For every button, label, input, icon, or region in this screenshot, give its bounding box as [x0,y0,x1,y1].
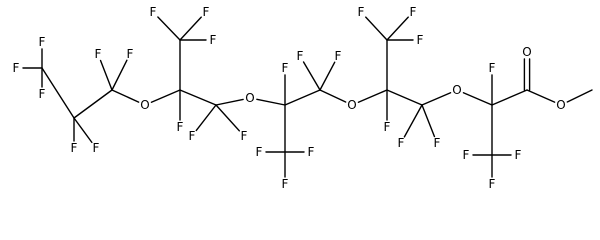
single-bond [319,89,347,103]
single-bond [73,117,93,144]
fluorine-atom-label: F [434,136,441,150]
oxygen-atom-label: O [452,83,461,97]
fluorine-atom-label: F [282,61,289,75]
fluorine-atom-label: F [297,49,304,63]
bond-layer [22,16,593,178]
fluorine-atom-label: F [203,5,210,19]
single-bond [41,67,75,119]
single-bond [421,92,452,106]
single-bond [73,89,113,119]
fluorine-atom-label: F [358,5,365,19]
oxygen-atom-label: O [347,98,356,112]
single-bond [386,16,409,41]
fluorine-atom-label: F [463,148,470,162]
fluorine-atom-label: F [95,47,102,61]
fluorine-atom-label: F [335,49,342,63]
oxygen-atom-label: O [140,98,149,112]
single-bond [157,16,181,41]
single-bond [526,89,556,103]
fluorine-atom-label: F [39,87,46,101]
fluorine-atom-label: F [13,61,20,75]
fluorine-atom-label: F [417,33,424,47]
fluorine-atom-label: F [489,177,496,191]
single-bond [215,98,244,106]
fluorine-atom-label: F [384,120,391,134]
fluorine-atom-label: F [282,177,289,191]
fluorine-atom-label: F [93,141,100,155]
single-bond [195,104,217,132]
single-bond [386,89,423,106]
single-bond [365,16,388,41]
fluorine-atom-label: F [127,47,134,61]
single-bond [462,92,493,106]
single-bond [319,61,336,91]
fluorine-atom-label: F [489,61,496,75]
single-bond [99,59,113,91]
single-bond [256,98,286,106]
single-bond [111,89,140,103]
single-bond [284,89,321,106]
fluorine-atom-label: F [189,129,196,143]
single-bond [421,104,436,138]
fluorine-atom-label: F [177,120,184,134]
single-bond [215,104,241,132]
oxygen-atom-label: O [245,91,254,105]
single-bond [357,89,388,103]
fluorine-atom-label: F [71,141,78,155]
fluorine-atom-label: F [241,129,248,143]
fluorine-atom-label: F [515,148,522,162]
fluorine-atom-label: F [308,145,315,159]
fluorine-atom-label: F [210,33,217,47]
oxygen-atom-label: O [522,45,531,59]
single-bond [566,89,593,103]
single-bond [403,104,423,138]
fluorine-atom-label: F [150,5,157,19]
fluorine-atom-label: F [39,35,46,49]
fluorine-atom-label: F [256,145,263,159]
single-bond [491,89,528,106]
single-bond [302,61,321,91]
single-bond [111,59,128,91]
fluorine-atom-label: F [398,136,405,150]
single-bond [179,16,202,41]
single-bond [179,89,217,106]
single-bond [150,89,181,103]
fluorine-atom-label: F [410,5,417,19]
oxygen-atom-label: O [556,98,565,112]
